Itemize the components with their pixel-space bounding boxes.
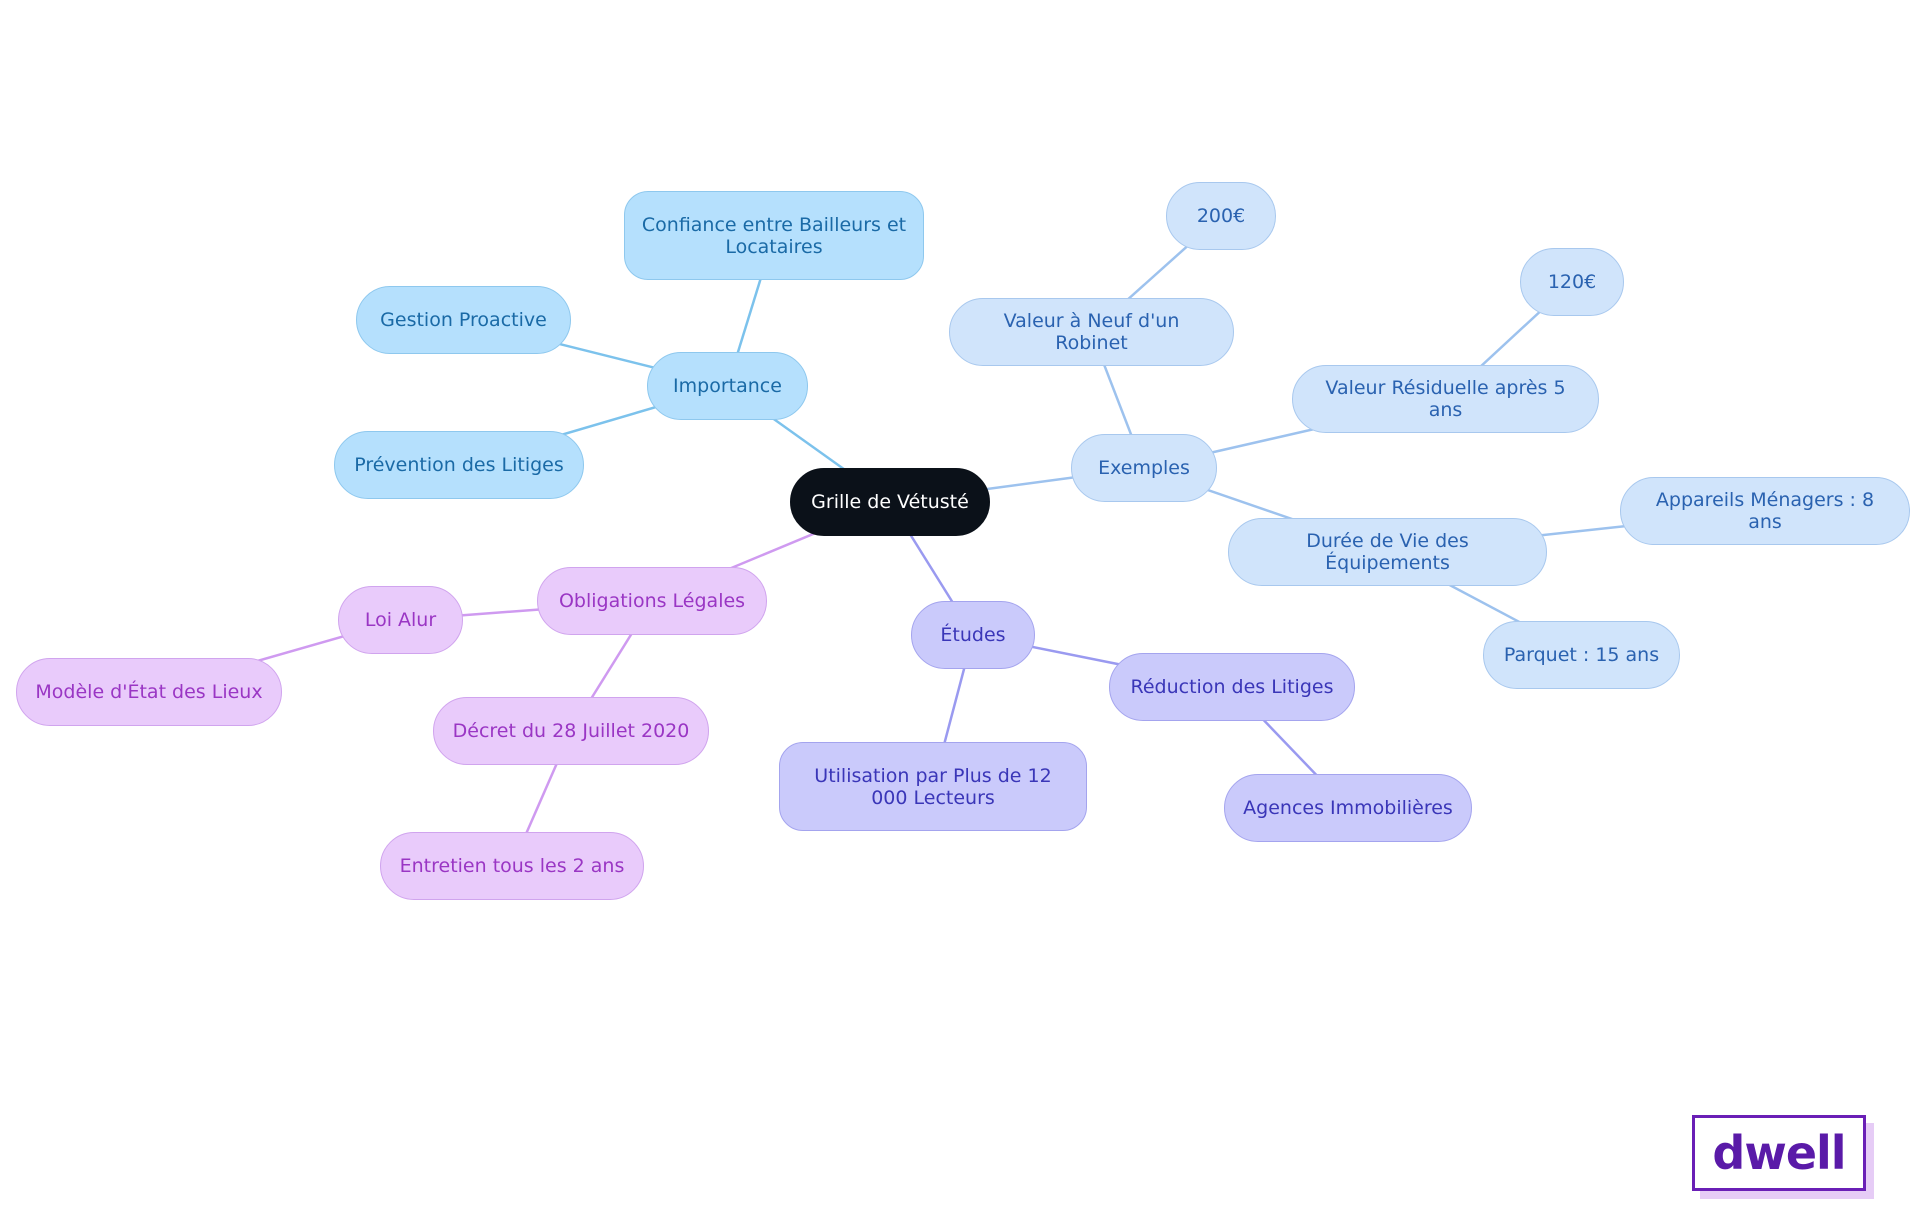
node-importance[interactable]: Importance — [647, 352, 808, 420]
node-gestion-proactive[interactable]: Gestion Proactive — [356, 286, 571, 354]
node-valeur-residuelle[interactable]: Valeur Résiduelle après 5 ans — [1292, 365, 1599, 433]
node-confiance[interactable]: Confiance entre Bailleurs et Locataires — [624, 191, 924, 280]
brand-logo[interactable]: dwell — [1692, 1115, 1874, 1199]
node-utilisation-lecteurs[interactable]: Utilisation par Plus de 12 000 Lecteurs — [779, 742, 1087, 831]
node-modele-etat-lieux[interactable]: Modèle d'État des Lieux — [16, 658, 282, 726]
node-value-200[interactable]: 200€ — [1166, 182, 1276, 250]
node-duree-vie-equipements[interactable]: Durée de Vie des Équipements — [1228, 518, 1547, 586]
node-decret-2020[interactable]: Décret du 28 Juillet 2020 — [433, 697, 709, 765]
node-parquet[interactable]: Parquet : 15 ans — [1483, 621, 1680, 689]
node-valeur-neuf-robinet[interactable]: Valeur à Neuf d'un Robinet — [949, 298, 1234, 366]
node-agences-immobilieres[interactable]: Agences Immobilières — [1224, 774, 1472, 842]
node-entretien-2-ans[interactable]: Entretien tous les 2 ans — [380, 832, 644, 900]
logo-text: dwell — [1712, 1126, 1846, 1180]
logo-frame: dwell — [1692, 1115, 1866, 1191]
node-prevention-litiges[interactable]: Prévention des Litiges — [334, 431, 584, 499]
node-root[interactable]: Grille de Vétusté — [790, 468, 990, 536]
node-loi-alur[interactable]: Loi Alur — [338, 586, 463, 654]
node-exemples[interactable]: Exemples — [1071, 434, 1217, 502]
node-reduction-litiges[interactable]: Réduction des Litiges — [1109, 653, 1355, 721]
node-obligations-legales[interactable]: Obligations Légales — [537, 567, 767, 635]
node-etudes[interactable]: Études — [911, 601, 1035, 669]
node-appareils-menagers[interactable]: Appareils Ménagers : 8 ans — [1620, 477, 1910, 545]
node-value-120[interactable]: 120€ — [1520, 248, 1624, 316]
